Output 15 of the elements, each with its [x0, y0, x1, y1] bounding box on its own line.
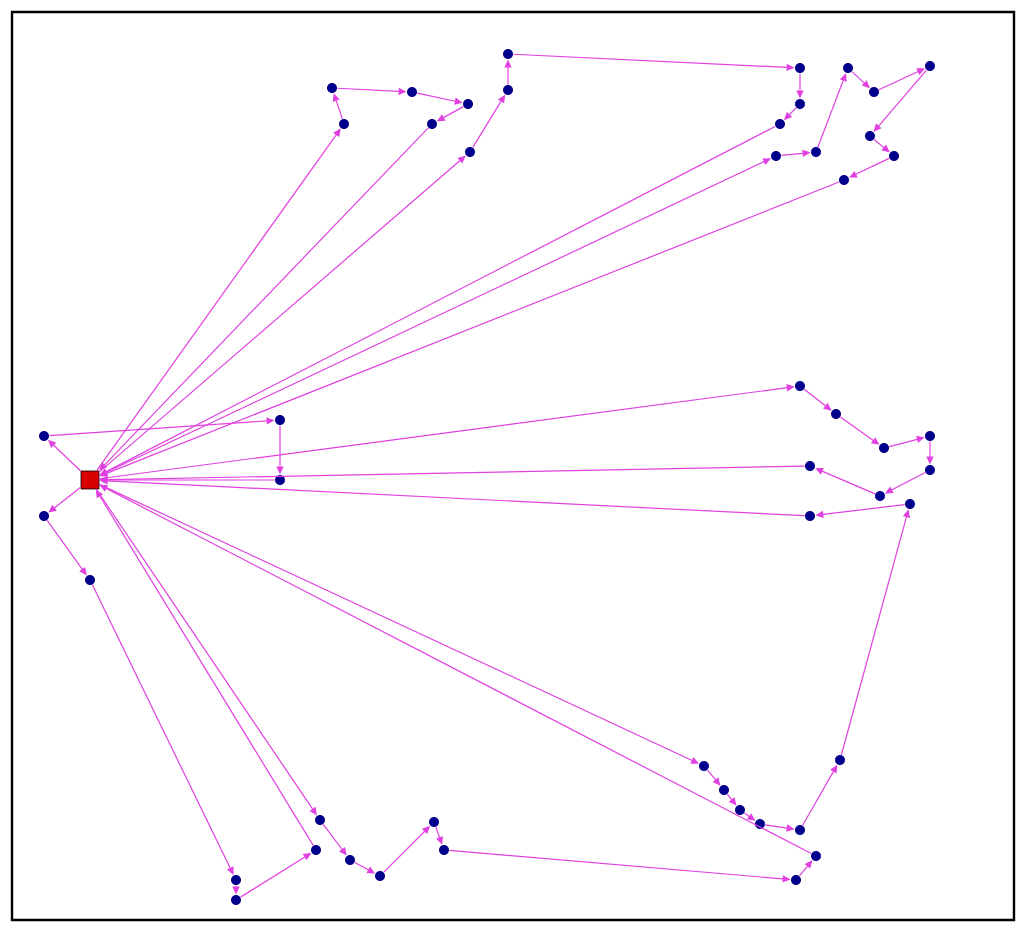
arrow [332, 93, 343, 120]
arrow [873, 69, 928, 132]
arrow [48, 486, 82, 513]
arrow [726, 793, 737, 806]
arrow [803, 388, 832, 411]
arrow [873, 138, 890, 153]
arrow [435, 826, 443, 845]
arrow [98, 155, 466, 473]
arrow [817, 73, 847, 148]
arrow [798, 860, 813, 877]
arrow [706, 769, 721, 786]
depot-square [80, 470, 100, 490]
arrow [99, 127, 429, 471]
arrow [815, 467, 876, 495]
arrow [322, 823, 347, 856]
